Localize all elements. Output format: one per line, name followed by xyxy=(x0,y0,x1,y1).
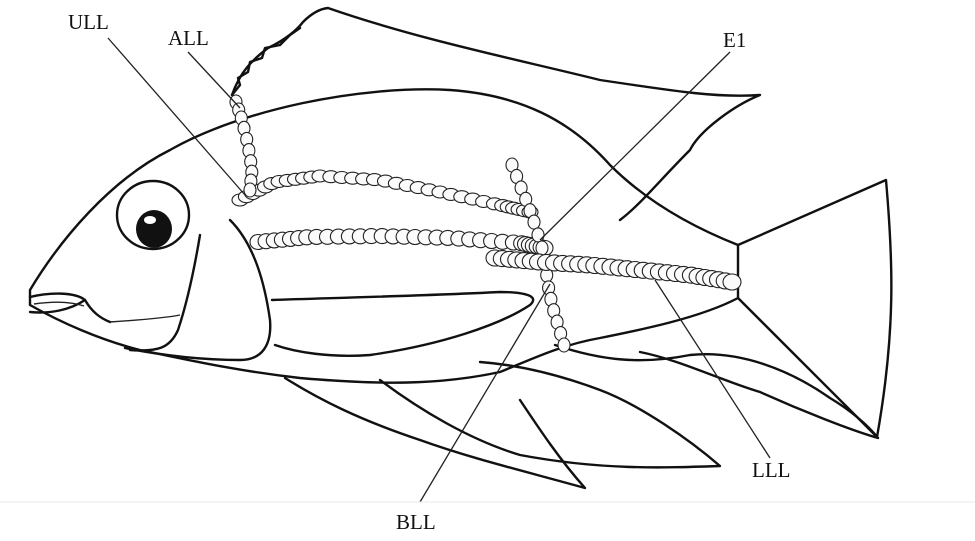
mouth xyxy=(30,294,110,322)
dorsal-fin xyxy=(232,8,760,220)
scale xyxy=(532,228,544,242)
lower-lateral-line-scales xyxy=(486,250,741,290)
ull-leader xyxy=(108,38,245,195)
bll-leader xyxy=(420,284,550,502)
label-e1: E1 xyxy=(723,28,746,52)
operculum xyxy=(110,220,270,360)
pectoral-fin xyxy=(272,292,533,356)
label-bll: BLL xyxy=(396,510,436,534)
e1-leader xyxy=(540,52,730,240)
upper-lateral-line-scales xyxy=(232,170,538,218)
scale xyxy=(528,215,540,229)
label-lll: LLL xyxy=(752,458,790,482)
label-all: ALL xyxy=(168,26,209,50)
label-ull: ULL xyxy=(68,10,109,34)
caudal-fin xyxy=(738,180,891,437)
lll-leader xyxy=(655,280,770,458)
scale xyxy=(244,183,256,197)
scale xyxy=(723,274,741,290)
scale xyxy=(536,241,548,255)
all-leader xyxy=(188,52,240,108)
eye xyxy=(117,181,189,249)
scale xyxy=(558,338,570,352)
